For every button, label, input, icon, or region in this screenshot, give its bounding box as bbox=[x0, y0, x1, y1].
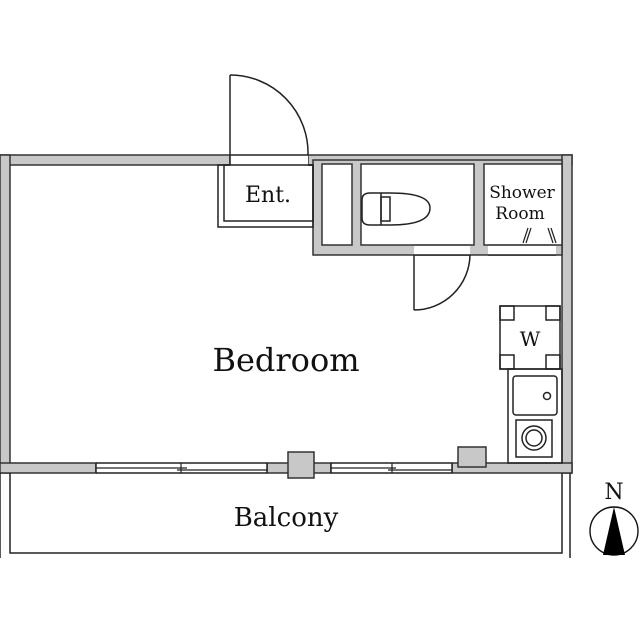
entrance-door[interactable] bbox=[229, 74, 309, 165]
balcony-window-right[interactable] bbox=[330, 462, 453, 474]
shower-door-opening bbox=[488, 244, 556, 256]
bath-block-walls bbox=[312, 159, 563, 256]
shower-room-label-line2: Room bbox=[495, 204, 544, 224]
balcony-window-left[interactable] bbox=[95, 462, 268, 474]
shower-door-icon bbox=[522, 227, 557, 244]
shower-room-label-line1: Shower bbox=[489, 183, 555, 203]
compass-north-label: N bbox=[604, 480, 623, 505]
kitchen-counter bbox=[507, 368, 563, 464]
toilet-icon bbox=[361, 192, 431, 226]
bedroom-label: Bedroom bbox=[212, 341, 359, 379]
shower-room: Shower Room bbox=[489, 183, 557, 244]
balcony-label: Balcony bbox=[234, 503, 339, 533]
washer-label: W bbox=[520, 327, 541, 351]
outer-walls bbox=[0, 154, 573, 479]
entrance-label: Ent. bbox=[245, 183, 291, 208]
entrance: Ent. bbox=[217, 154, 314, 228]
stove-icon bbox=[515, 419, 553, 458]
washer-space: W bbox=[499, 305, 561, 370]
balcony: Balcony bbox=[0, 473, 571, 558]
north-compass-icon: N bbox=[589, 480, 639, 556]
toilet-door[interactable] bbox=[413, 244, 471, 311]
